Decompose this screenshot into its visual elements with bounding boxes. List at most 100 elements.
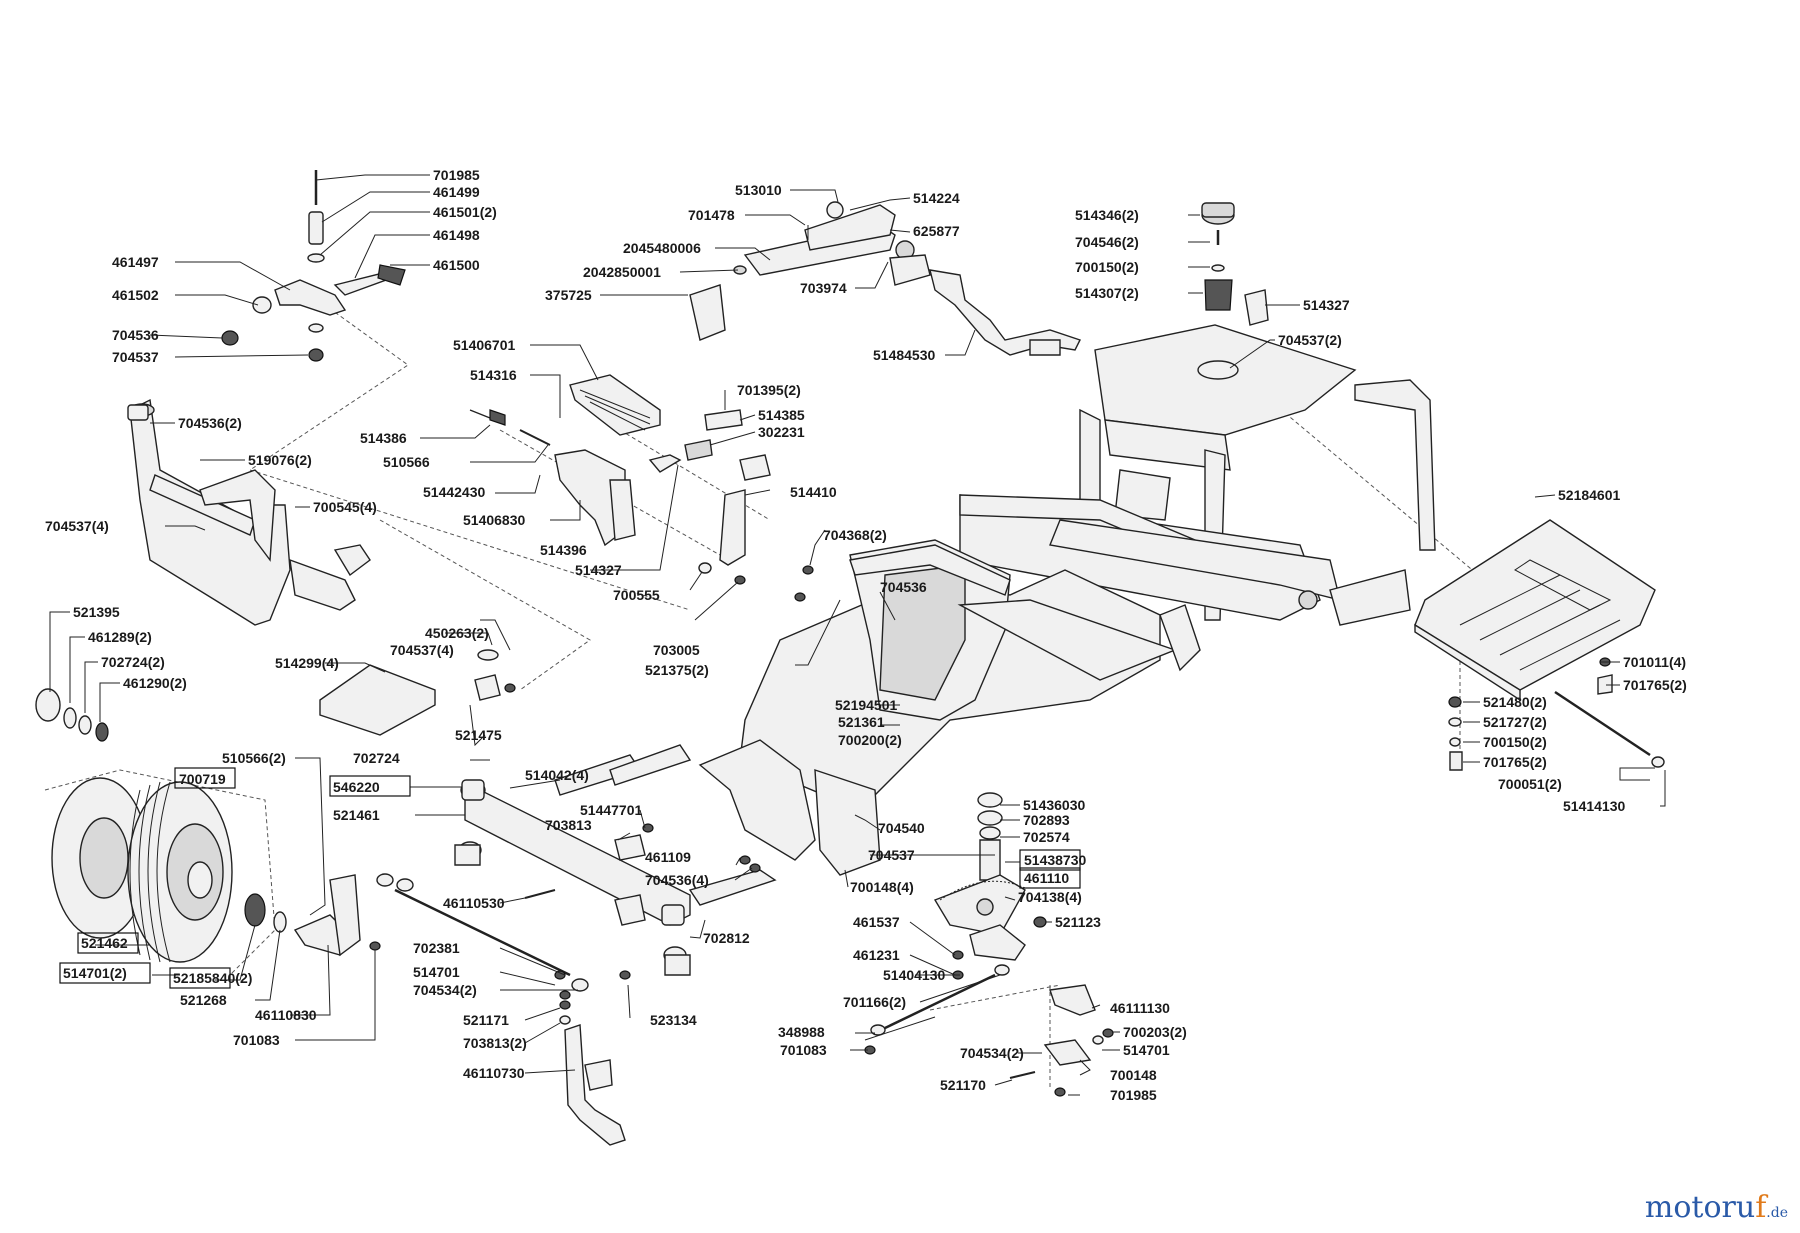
watermark-main: motoru bbox=[1644, 1190, 1756, 1225]
part-label: 700719 bbox=[179, 771, 226, 787]
part-label: 703974 bbox=[800, 280, 847, 296]
part-label: 514385 bbox=[758, 407, 805, 423]
part-label: 521462 bbox=[81, 935, 128, 951]
part-label: 700051(2) bbox=[1498, 776, 1562, 792]
part-label: 704536 bbox=[880, 579, 927, 595]
part-label: 514042(4) bbox=[525, 767, 589, 783]
part-label: 46110730 bbox=[463, 1065, 525, 1081]
part-label: 701011(4) bbox=[1623, 654, 1686, 670]
part-label: 704546(2) bbox=[1075, 234, 1139, 250]
part-label: 51436030 bbox=[1023, 797, 1086, 813]
spindle-left bbox=[559, 1000, 626, 1146]
front-axle bbox=[454, 744, 777, 980]
part-label: 46110530 bbox=[443, 895, 505, 911]
part-label: 701083 bbox=[233, 1032, 280, 1048]
part-label: 700200(2) bbox=[838, 732, 902, 748]
part-label: 514346(2) bbox=[1075, 207, 1139, 223]
part-label: 52185840(2) bbox=[173, 970, 252, 986]
part-label: 521461 bbox=[333, 807, 380, 823]
top-center-link-assembly bbox=[689, 201, 1081, 356]
part-label: 702724(2) bbox=[101, 654, 165, 670]
part-label: 704536 bbox=[112, 327, 159, 343]
part-label: 521375(2) bbox=[645, 662, 709, 678]
part-label: 700203(2) bbox=[1123, 1024, 1187, 1040]
rear-right-hardware bbox=[1448, 657, 1665, 771]
part-label: 2045480006 bbox=[623, 240, 701, 256]
part-label: 51438730 bbox=[1024, 852, 1087, 868]
part-label: 51484530 bbox=[873, 347, 936, 363]
part-label: 461231 bbox=[853, 947, 900, 963]
part-label: 514701 bbox=[413, 964, 460, 980]
part-label: 521268 bbox=[180, 992, 227, 1008]
part-label: 521123 bbox=[1055, 914, 1101, 930]
part-label: 704534(2) bbox=[960, 1045, 1024, 1061]
part-label: 702812 bbox=[703, 930, 750, 946]
part-label: 700150(2) bbox=[1075, 259, 1139, 275]
part-label: 461289(2) bbox=[88, 629, 152, 645]
part-label: 510566 bbox=[383, 454, 430, 470]
part-label: 514327 bbox=[575, 562, 622, 578]
part-label: 700150(2) bbox=[1483, 734, 1547, 750]
front-bumper bbox=[127, 398, 371, 626]
watermark-suffix: .de bbox=[1766, 1205, 1788, 1221]
part-label: 704138(4) bbox=[1018, 889, 1082, 905]
top-left-lever-assembly bbox=[221, 170, 406, 362]
part-label: 51404130 bbox=[883, 967, 946, 983]
part-label: 52184601 bbox=[1558, 487, 1621, 503]
part-label: 703813(2) bbox=[463, 1035, 527, 1051]
part-label: 701985 bbox=[1110, 1087, 1157, 1103]
part-label: 461497 bbox=[112, 254, 159, 270]
part-label: 51442430 bbox=[423, 484, 486, 500]
part-label: 513010 bbox=[735, 182, 782, 198]
part-label: 514224 bbox=[913, 190, 960, 206]
part-label: 521727(2) bbox=[1483, 714, 1547, 730]
part-label: 700555 bbox=[613, 587, 660, 603]
part-label: 701083 bbox=[780, 1042, 827, 1058]
foot-rest-bracket bbox=[319, 649, 516, 736]
part-label: 461499 bbox=[433, 184, 480, 200]
part-label: 461498 bbox=[433, 227, 480, 243]
part-label: 514701(2) bbox=[63, 965, 127, 981]
part-label: 702724 bbox=[353, 750, 400, 766]
part-label: 700148(4) bbox=[850, 879, 914, 895]
part-label: 514386 bbox=[360, 430, 407, 446]
part-number-labels: 701985 461499 461501(2) 461498 461497 46… bbox=[45, 167, 1687, 1103]
part-label: 703813 bbox=[545, 817, 592, 833]
part-label: 704368(2) bbox=[823, 527, 887, 543]
seat-spring-assembly bbox=[1197, 202, 1269, 380]
part-label: 461502 bbox=[112, 287, 159, 303]
part-label: 704536(2) bbox=[178, 415, 242, 431]
part-label: 514299(4) bbox=[275, 655, 339, 671]
part-label: 702381 bbox=[413, 940, 460, 956]
part-label: 523134 bbox=[650, 1012, 697, 1028]
part-label: 521170 bbox=[940, 1077, 986, 1093]
part-label: 702893 bbox=[1023, 812, 1070, 828]
part-label: 704537 bbox=[868, 847, 915, 863]
part-label: 704537 bbox=[112, 349, 159, 365]
main-frame bbox=[698, 324, 1656, 876]
part-label: 521480(2) bbox=[1483, 694, 1547, 710]
part-label: 514410 bbox=[790, 484, 837, 500]
part-label: 700545(4) bbox=[313, 499, 377, 515]
part-label: 510566(2) bbox=[222, 750, 286, 766]
part-label: 701765(2) bbox=[1483, 754, 1547, 770]
part-label: 546220 bbox=[333, 779, 380, 795]
site-watermark: motoruf.de bbox=[1645, 1190, 1788, 1225]
part-label: 702574 bbox=[1023, 829, 1070, 845]
part-label: 704537(2) bbox=[1278, 332, 1342, 348]
watermark-accent: f bbox=[1755, 1190, 1767, 1225]
part-label: 514307(2) bbox=[1075, 285, 1139, 301]
part-label: 461500 bbox=[433, 257, 480, 273]
part-label: 51406701 bbox=[453, 337, 516, 353]
part-label: 52194501 bbox=[835, 697, 898, 713]
part-label: 302231 bbox=[758, 424, 805, 440]
steering-sector bbox=[933, 792, 1047, 980]
part-label: 2042850001 bbox=[583, 264, 661, 280]
part-label: 704540 bbox=[878, 820, 925, 836]
part-label: 46111130 bbox=[1110, 1000, 1170, 1016]
part-label: 514396 bbox=[540, 542, 587, 558]
pedal-assembly bbox=[469, 374, 814, 602]
part-label: 348988 bbox=[778, 1024, 825, 1040]
part-label: 514701 bbox=[1123, 1042, 1170, 1058]
